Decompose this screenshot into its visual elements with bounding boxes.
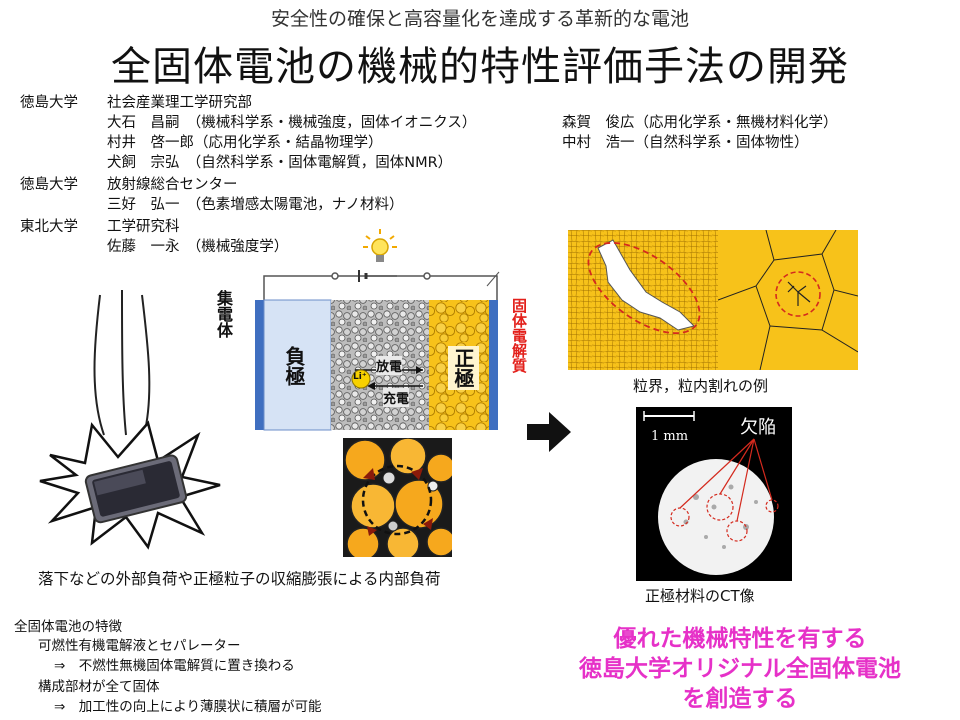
ct-image-graphic <box>643 411 779 575</box>
page-title: 全固体電池の機械的特性評価手法の開発 <box>111 44 849 90</box>
anode-label: 負極 <box>282 346 306 386</box>
feature-1-note: ⇒ 不燃性無機固体電解質に置き換わる <box>54 658 295 674</box>
current-collector-left <box>255 300 264 430</box>
discharge-label: 放電 <box>376 356 403 375</box>
current-collector-right <box>489 300 498 430</box>
member-5: 犬飼 宗弘 （自然科学系・固体電解質，固体NMR） <box>107 155 453 171</box>
affiliation-univ-1: 徳島大学 <box>20 95 78 111</box>
affiliation-univ-3: 東北大学 <box>20 219 78 235</box>
solid-electrolyte-label: 固体電解質 <box>510 298 528 373</box>
slogan-line-2: 徳島大学オリジナル全固体電池 <box>579 656 901 682</box>
features-heading: 全固体電池の特徴 <box>14 619 122 635</box>
lithium-ion-label: Li⁺ <box>353 372 367 382</box>
slogan-line-1: 優れた機械特性を有する <box>613 626 867 652</box>
feature-2-note: ⇒ 加工性の向上により薄膜状に積層が可能 <box>54 699 322 715</box>
phone-icon <box>84 454 188 524</box>
member-7: 佐藤 一永 （機械強度学） <box>107 239 289 255</box>
member-3: 村井 啓一郎（応用化学系・結晶物理学） <box>107 135 383 151</box>
cathode-particle-closeup <box>343 438 452 557</box>
motion-line-left <box>93 294 105 436</box>
charge-label: 充電 <box>383 388 410 407</box>
affiliation-dept-1: 社会産業理工学研究部 <box>107 95 252 111</box>
ct-defect-label: 欠陥 <box>740 417 776 438</box>
load-caption: 落下などの外部負荷や正極粒子の収縮膨張による内部負荷 <box>38 570 441 588</box>
lithium-ion-icon <box>351 369 371 389</box>
lightbulb-icon <box>363 229 397 262</box>
affiliation-dept-3: 工学研究科 <box>107 219 180 235</box>
current-collector-label: 集電体 <box>214 290 233 338</box>
motion-line-right <box>141 294 151 436</box>
cathode-label: 正極 <box>448 346 479 390</box>
drop-impact-illustration <box>39 289 221 550</box>
feature-2: 構成部材が全て固体 <box>38 679 160 695</box>
crack-shape <box>597 239 695 331</box>
affiliation-univ-2: 徳島大学 <box>20 177 78 193</box>
intergranular-crack-image <box>568 230 718 370</box>
slogan-line-3: を創造する <box>682 686 798 712</box>
member-2: 森賀 俊広（応用化学系・無機材料化学） <box>562 115 838 131</box>
anode-layer <box>263 299 332 431</box>
slogan: 優れた機械特性を有する 徳島大学オリジナル全固体電池 を創造する <box>520 624 960 714</box>
right-arrow-icon <box>527 412 571 452</box>
member-4: 中村 浩一（自然科学系・固体物性） <box>562 135 809 151</box>
affiliation-dept-2: 放射線総合センター <box>107 177 238 193</box>
member-1: 大石 昌嗣 （機械科学系・機械強度，固体イオニクス） <box>107 115 477 131</box>
motion-line-center <box>121 289 127 436</box>
ct-scale-label: 1 mm <box>651 429 689 444</box>
grain-caption: 粒界，粒内割れの例 <box>633 377 769 395</box>
ct-caption: 正極材料のCT像 <box>645 587 755 605</box>
member-6: 三好 弘一 （色素増感太陽電池，ナノ材料） <box>107 197 404 213</box>
transgranular-crack-image <box>718 230 858 370</box>
feature-1: 可燃性有機電解液とセパレーター <box>38 638 241 654</box>
subtitle: 安全性の確保と高容量化を達成する革新的な電池 <box>270 8 689 30</box>
